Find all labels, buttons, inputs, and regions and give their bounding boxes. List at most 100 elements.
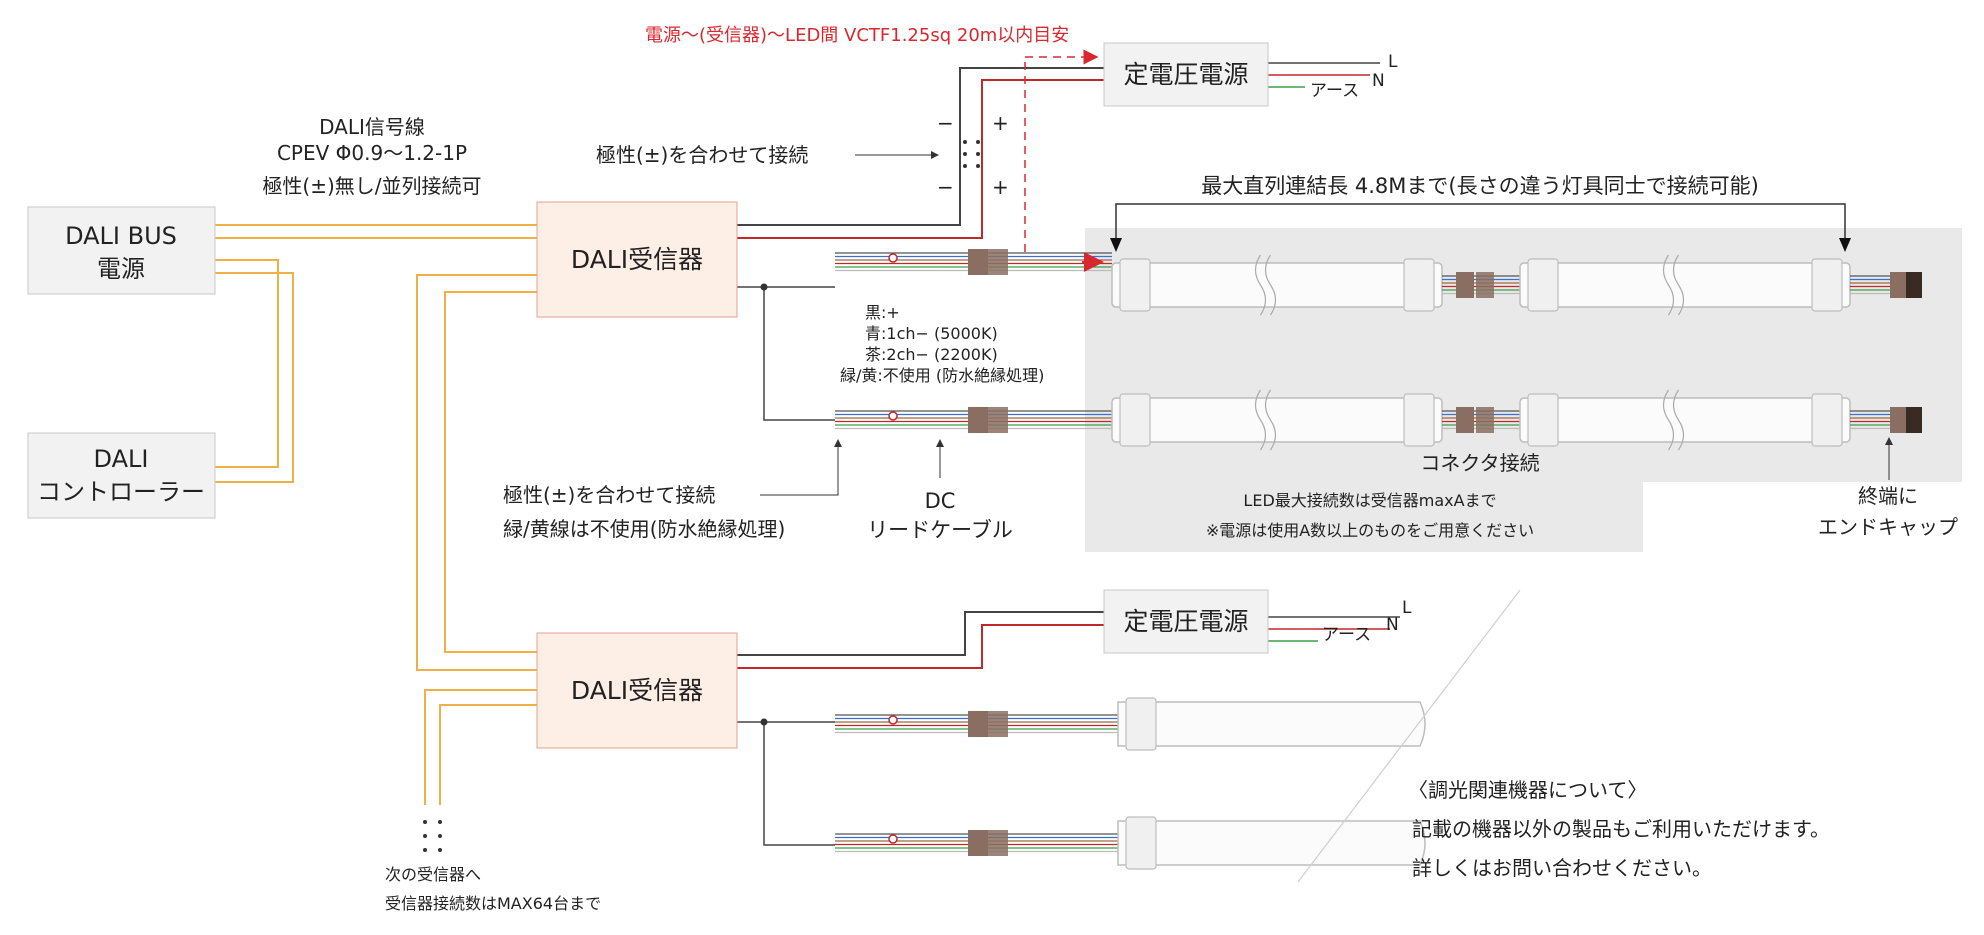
led-bar bbox=[1519, 389, 1851, 451]
earth-label: アース bbox=[1310, 81, 1359, 101]
dali-controller-box bbox=[27, 432, 216, 519]
branch-lines bbox=[737, 286, 835, 846]
led-bar-endcap bbox=[1811, 393, 1843, 447]
polarity-dots bbox=[963, 140, 980, 168]
receiver-label-1: DALI受信器 bbox=[571, 245, 703, 274]
connector-label: コネクタ接続 bbox=[1420, 451, 1539, 475]
break-mark bbox=[1254, 254, 1267, 316]
next-receiver-line1: 次の受信器へ bbox=[385, 865, 481, 884]
wire-l-label-2: L bbox=[1402, 598, 1412, 618]
break-mark bbox=[1264, 254, 1277, 316]
polarity-note2-line1: 極性(±)を合わせて接続 bbox=[503, 483, 715, 507]
psu-note: ※電源は使用A数以上のものをご用意ください bbox=[1206, 521, 1534, 540]
bus-psu-line2: 電源 bbox=[97, 255, 145, 283]
led-bar-body bbox=[1519, 262, 1851, 308]
led-bar-endcap bbox=[1527, 393, 1559, 447]
break-mark bbox=[1254, 389, 1267, 451]
endcap-line1: 終端に bbox=[1858, 484, 1918, 508]
max-length-label: 最大直列連結長 4.8Mまで(長さの違う灯具同士で接続可能) bbox=[1201, 174, 1759, 198]
led-bar-partial bbox=[1117, 697, 1426, 751]
connector-block bbox=[1476, 407, 1494, 433]
led-bar-body bbox=[1111, 397, 1443, 443]
wire-n-label-2: N bbox=[1386, 615, 1399, 635]
connector-block bbox=[988, 711, 1008, 737]
wire-marker bbox=[888, 715, 898, 725]
psu-label-1: 定電圧電源 bbox=[1123, 60, 1248, 89]
led-bar-body bbox=[1117, 701, 1426, 747]
psu-label-2: 定電圧電源 bbox=[1123, 607, 1248, 636]
wire-marker bbox=[888, 834, 898, 844]
length-bracket bbox=[1115, 203, 1846, 248]
dimming-note-title: 〈調光関連機器について〉 bbox=[1408, 778, 1647, 802]
led-bar-body bbox=[1111, 262, 1443, 308]
junction-dot bbox=[760, 718, 768, 726]
junction-dot bbox=[760, 283, 768, 291]
dali-bus-psu-box bbox=[27, 206, 216, 295]
connector-block bbox=[1456, 272, 1474, 298]
power-lines-top bbox=[737, 62, 1380, 239]
led-bar-partial bbox=[1117, 816, 1426, 870]
power-lines-bottom bbox=[737, 611, 1400, 669]
minus-sign-top: − bbox=[937, 111, 954, 135]
dali-signal-line3: 極性(±)無し/並列接続可 bbox=[262, 174, 481, 198]
led-bar bbox=[1111, 254, 1443, 316]
connector-block bbox=[968, 830, 988, 856]
bracket-arrow-left bbox=[1110, 238, 1122, 252]
wire-legend-black: 黒:+ bbox=[865, 303, 900, 322]
led-bar-body bbox=[1117, 820, 1426, 866]
polarity-note2-line2: 緑/黄線は不使用(防水絶縁処理) bbox=[503, 517, 785, 541]
dimming-note-line1: 記載の機器以外の製品もご利用いただけます。 bbox=[1412, 817, 1830, 841]
dali-signal-line2: CPEV Φ0.9〜1.2-1P bbox=[277, 141, 467, 165]
controller-line1: DALI bbox=[94, 445, 149, 473]
connector-block bbox=[1456, 407, 1474, 433]
cut-line bbox=[1297, 589, 1521, 883]
break-mark bbox=[1662, 254, 1675, 316]
dali-signal-line1: DALI信号線 bbox=[319, 115, 425, 139]
led-bar-endcap bbox=[1125, 697, 1157, 751]
wire-l-label: L bbox=[1388, 52, 1398, 72]
led-bar-endcap bbox=[1403, 393, 1435, 447]
lead-cables bbox=[835, 249, 1118, 856]
controller-line2: コントローラー bbox=[37, 478, 205, 506]
earth-label-2: アース bbox=[1322, 625, 1371, 645]
wire-marker bbox=[888, 411, 898, 421]
dc-cable-line1: DC bbox=[925, 489, 956, 513]
next-receiver-line2: 受信器接続数はMAX64台まで bbox=[385, 894, 601, 913]
end-cap bbox=[1906, 272, 1922, 298]
break-mark bbox=[1672, 254, 1685, 316]
connector-block bbox=[988, 407, 1008, 433]
continuation-dots bbox=[423, 820, 442, 852]
connector-block bbox=[968, 249, 988, 275]
plus-sign-top: + bbox=[992, 111, 1009, 135]
dimming-note-line2: 詳しくはお問い合わせください。 bbox=[1412, 856, 1712, 880]
connector-block bbox=[968, 407, 988, 433]
bus-psu-line1: DALI BUS bbox=[65, 222, 177, 250]
wire-legend-blue: 青:1ch− (5000K) bbox=[865, 324, 998, 343]
red-note: 電源〜(受信器)〜LED間 VCTF1.25sq 20m以内目安 bbox=[645, 25, 1069, 46]
led-bar-endcap bbox=[1811, 258, 1843, 312]
psu-box-1 bbox=[1103, 42, 1269, 107]
connector-block bbox=[1890, 407, 1906, 433]
led-bar-endcap bbox=[1125, 816, 1157, 870]
led-bar-endcap bbox=[1403, 258, 1435, 312]
led-bar bbox=[1111, 389, 1443, 451]
led-bar-endcap bbox=[1119, 393, 1151, 447]
dali-signal-wires bbox=[215, 224, 537, 805]
receiver-label-2: DALI受信器 bbox=[571, 676, 703, 705]
led-bars bbox=[1111, 254, 1922, 870]
connector-block bbox=[988, 830, 1008, 856]
led-bar-body bbox=[1519, 397, 1851, 443]
dc-cable-line2: リードケーブル bbox=[867, 518, 1013, 542]
wire-legend-brown: 茶:2ch− (2200K) bbox=[865, 345, 998, 364]
plus-sign-bottom: + bbox=[992, 175, 1009, 199]
led-bar-endcap bbox=[1527, 258, 1559, 312]
polarity-note: 極性(±)を合わせて接続 bbox=[596, 143, 808, 167]
break-mark bbox=[1672, 389, 1685, 451]
connector-block bbox=[1476, 272, 1494, 298]
connector-block bbox=[968, 711, 988, 737]
break-mark bbox=[1662, 389, 1675, 451]
dali-receiver-2 bbox=[536, 632, 738, 749]
lead-cable-group bbox=[835, 407, 1112, 433]
